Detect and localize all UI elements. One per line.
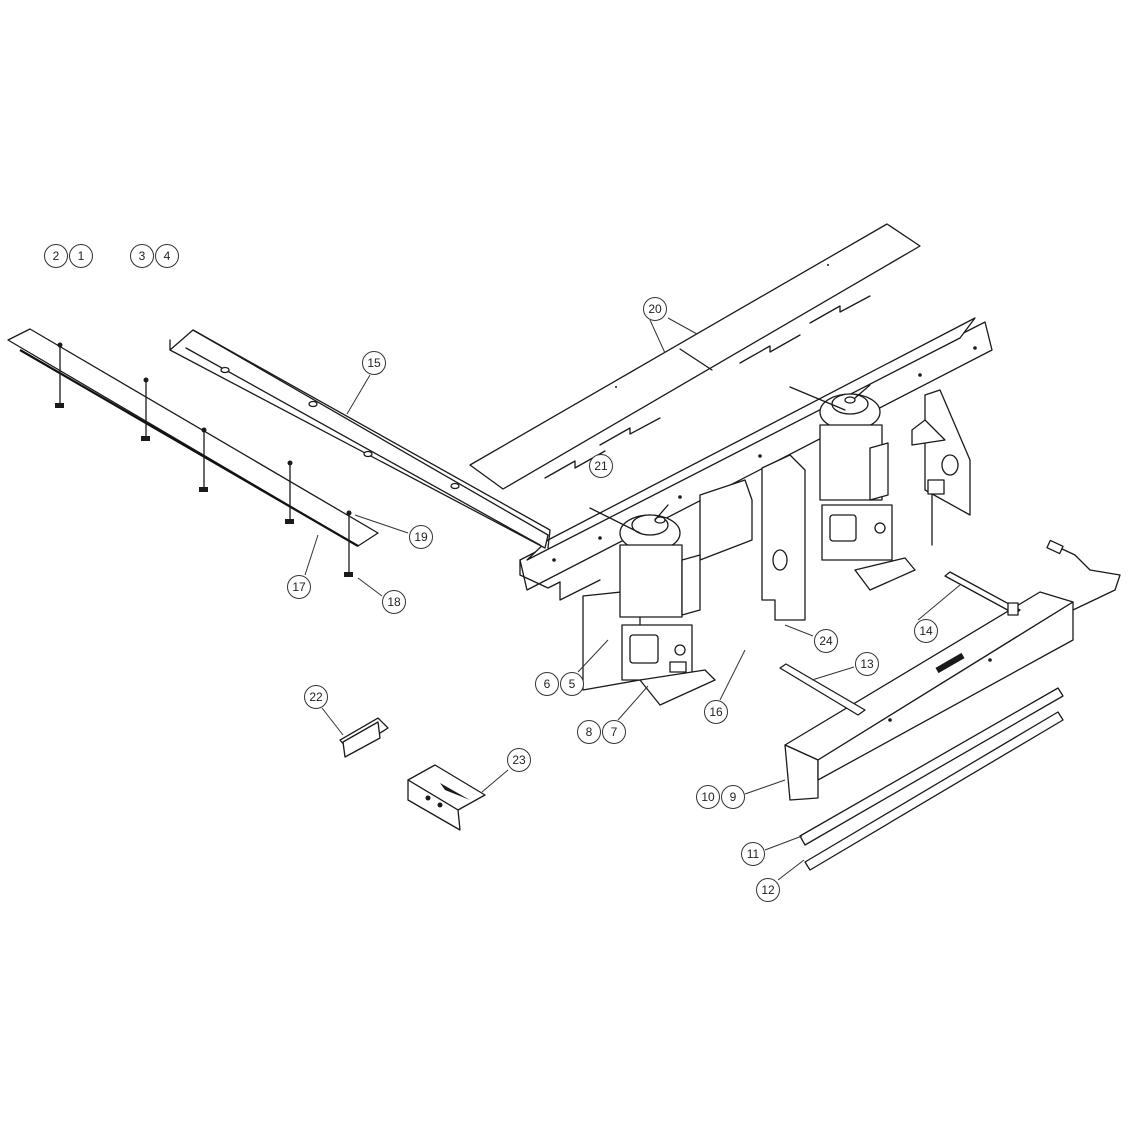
callout-13: 13	[855, 652, 879, 676]
callout-8: 8	[577, 720, 601, 744]
bracket-left	[779, 663, 866, 716]
light-tube-upper	[799, 687, 1064, 846]
light-tube-lower	[804, 711, 1064, 871]
right-end-plate	[911, 389, 971, 516]
callout-3: 3	[130, 244, 154, 268]
bracket-right	[944, 571, 1021, 616]
callout-5: 5	[560, 672, 584, 696]
callout-6: 6	[535, 672, 559, 696]
right-motor-assembly	[789, 384, 945, 591]
callout-1: 1	[69, 244, 93, 268]
callout-11: 11	[741, 842, 765, 866]
side-channel-rail	[169, 329, 551, 549]
callout-22: 22	[304, 685, 328, 709]
center-bracket-plate	[699, 454, 806, 621]
callout-18: 18	[382, 590, 406, 614]
callout-23: 23	[507, 748, 531, 772]
left-motor-assembly	[582, 504, 716, 706]
callout-10: 10	[696, 785, 720, 809]
light-bar-housing	[784, 591, 1074, 801]
fastener-stack	[55, 342, 353, 577]
top-cover-panel	[469, 223, 921, 490]
callout-7: 7	[602, 720, 626, 744]
small-cover-plate	[339, 717, 389, 758]
switch-box	[407, 764, 486, 831]
leader-lines	[304, 317, 961, 881]
callout-4: 4	[155, 244, 179, 268]
callout-2: 2	[44, 244, 68, 268]
callout-19: 19	[409, 525, 433, 549]
callout-17: 17	[287, 575, 311, 599]
callout-20: 20	[643, 297, 667, 321]
callout-21: 21	[589, 454, 613, 478]
callout-15: 15	[362, 351, 386, 375]
callout-24: 24	[814, 629, 838, 653]
wire-harness	[1046, 539, 1121, 611]
callout-9: 9	[721, 785, 745, 809]
mounting-strip-with-fasteners	[7, 328, 379, 577]
callout-12: 12	[756, 878, 780, 902]
callout-16: 16	[704, 700, 728, 724]
callout-14: 14	[914, 619, 938, 643]
